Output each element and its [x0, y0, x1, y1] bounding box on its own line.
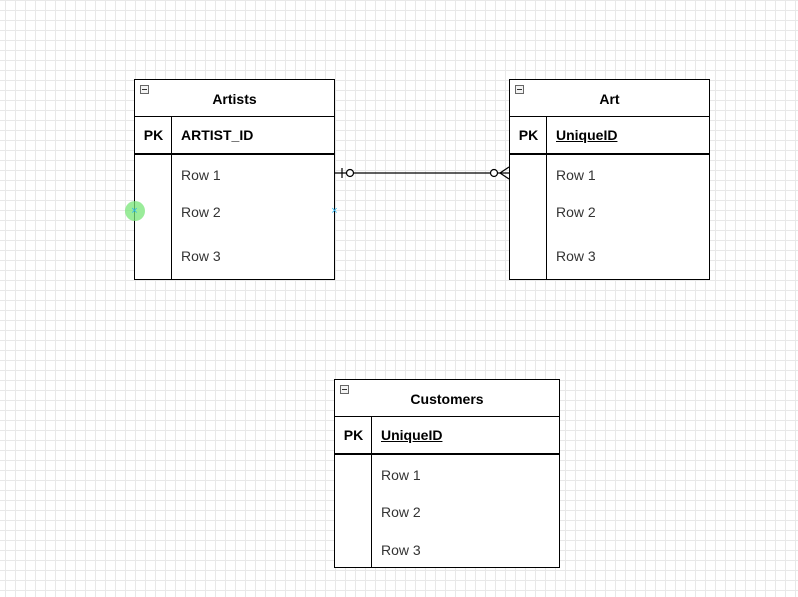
entity-title: Artists	[212, 91, 257, 107]
collapse-icon[interactable]	[515, 85, 524, 94]
crows-foot-mark	[499, 172, 510, 180]
pk-field[interactable]: UniqueID	[556, 127, 618, 143]
connection-point-icon[interactable]: ×	[331, 205, 338, 217]
field-row[interactable]: Row 1	[181, 167, 221, 183]
entity-header[interactable]: Customers	[335, 380, 559, 417]
field-row[interactable]: Row 1	[556, 167, 596, 183]
entity-header[interactable]: Artists	[135, 80, 334, 117]
entity-artists[interactable]: Artists PK ARTIST_ID Row 1 Row 2 Row 3	[134, 79, 335, 280]
field-row[interactable]: Row 2	[181, 204, 221, 220]
column-divider	[171, 117, 172, 279]
entity-title: Customers	[410, 391, 484, 407]
field-row[interactable]: Row 3	[556, 248, 596, 264]
column-divider	[546, 117, 547, 279]
primary-key-row[interactable]: PK UniqueID	[510, 117, 709, 155]
pk-label: PK	[518, 127, 539, 143]
field-row[interactable]: Row 1	[381, 467, 421, 483]
column-divider	[371, 417, 372, 567]
collapse-icon[interactable]	[140, 85, 149, 94]
optional-circle-mark	[345, 168, 355, 178]
pk-field[interactable]: ARTIST_ID	[181, 127, 254, 143]
entity-header[interactable]: Art	[510, 80, 709, 117]
pk-field[interactable]: UniqueID	[381, 427, 443, 443]
connection-point-icon[interactable]: ×	[131, 205, 138, 217]
collapse-icon[interactable]	[340, 385, 349, 394]
entity-title: Art	[599, 91, 620, 107]
field-row[interactable]: Row 3	[381, 542, 421, 558]
entity-customers[interactable]: Customers PK UniqueID Row 1 Row 2 Row 3	[334, 379, 560, 568]
crows-foot-mark	[499, 166, 510, 174]
field-row[interactable]: Row 3	[181, 248, 221, 264]
connection-hover-handle[interactable]	[125, 201, 145, 221]
pk-label: PK	[143, 127, 164, 143]
entity-art[interactable]: Art PK UniqueID Row 1 Row 2 Row 3	[509, 79, 710, 280]
optional-circle-mark	[489, 168, 499, 178]
field-row[interactable]: Row 2	[381, 504, 421, 520]
pk-label: PK	[343, 427, 364, 443]
primary-key-row[interactable]: PK ARTIST_ID	[135, 117, 334, 155]
relationship-connector[interactable]	[335, 166, 510, 180]
primary-key-row[interactable]: PK UniqueID	[335, 417, 559, 455]
field-row[interactable]: Row 2	[556, 204, 596, 220]
